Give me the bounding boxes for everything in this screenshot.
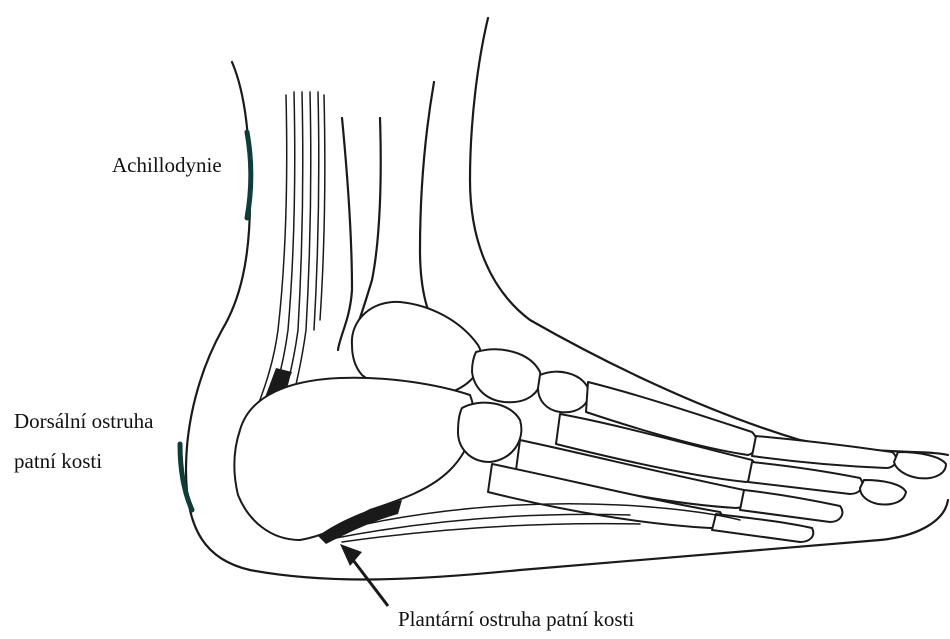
achilles-tendon: [256, 92, 325, 416]
plantar-arrow: [340, 544, 388, 606]
metatarsals: [488, 382, 757, 528]
calcaneus: [234, 378, 474, 540]
cuneiform: [538, 372, 589, 413]
label-dorsal-line2: patní kosti: [14, 446, 102, 476]
achillodynie-marker: [247, 132, 251, 218]
label-plantar: Plantární ostruha patní kosti: [398, 604, 634, 634]
cuboid: [458, 403, 521, 462]
navicular: [472, 349, 541, 402]
tibia-front: [420, 82, 440, 330]
label-dorsal-line1: Dorsální ostruha: [14, 406, 153, 436]
fibula: [338, 118, 352, 350]
label-achillodynie: Achillodynie: [112, 150, 222, 180]
